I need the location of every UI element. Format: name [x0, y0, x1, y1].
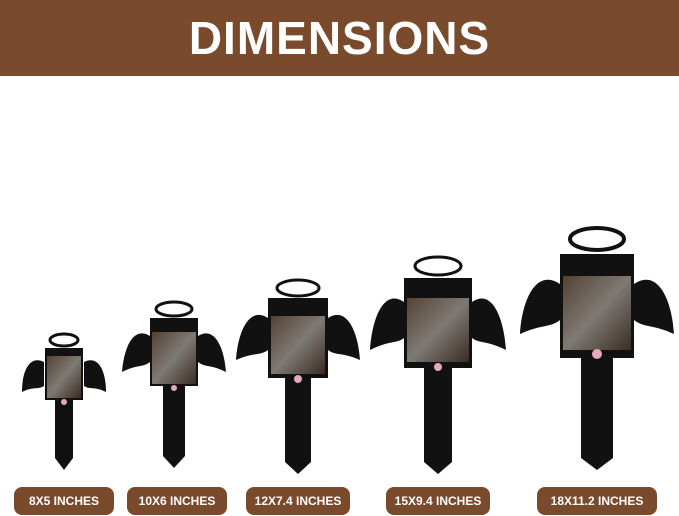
memorial-stake-12x7.4	[236, 278, 360, 474]
size-label-10x6: 10X6 INCHES	[127, 487, 227, 515]
title-banner: DIMENSIONS	[0, 0, 679, 76]
memorial-stake-15x9.4	[370, 255, 506, 474]
memorial-stake-8x5	[22, 332, 106, 470]
size-label-8x5: 8X5 INCHES	[14, 487, 114, 515]
memorial-stake-10x6	[122, 300, 226, 468]
size-label-15x9.4: 15X9.4 INCHES	[386, 487, 490, 515]
size-label-12x7.4: 12X7.4 INCHES	[246, 487, 350, 515]
size-label-18x11.2: 18X11.2 INCHES	[537, 487, 657, 515]
memorial-stake-18x11.2	[520, 226, 674, 470]
page-title: DIMENSIONS	[188, 12, 491, 64]
